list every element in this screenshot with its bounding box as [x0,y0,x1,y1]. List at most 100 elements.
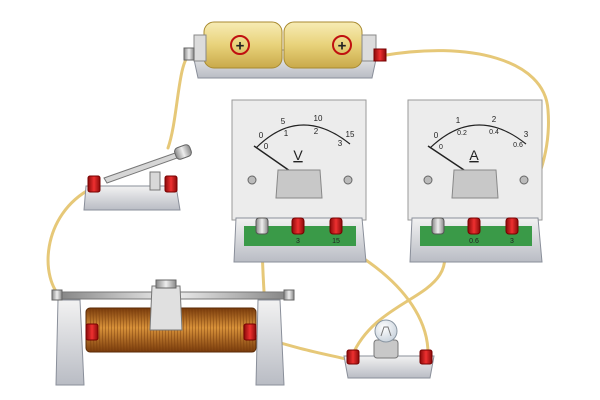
knife-switch[interactable] [83,144,193,211]
battery-end-clip-right [361,34,377,62]
coil-winding [122,308,125,352]
coil-winding [224,308,227,352]
battery-end-clip-left [193,34,207,62]
rheostat-slider[interactable] [149,285,183,331]
coil-winding [125,308,128,352]
ammeter-scale-arc [429,124,527,149]
coil-winding [101,308,104,352]
coil-winding [212,308,215,352]
coil-winding [200,308,203,352]
rheostat-left-stand [55,299,85,386]
coil-winding [128,308,131,352]
battery-holder[interactable]: + + [183,21,387,79]
voltmeter-symbol: V [293,147,303,163]
switch-terminal-left[interactable] [87,175,101,193]
voltmeter-terminal-15v[interactable] [329,217,343,235]
ammeter-terminal-0-6a[interactable] [467,217,481,235]
coil-winding [185,308,188,352]
voltmeter-outer-tick-3: 15 [346,130,355,139]
voltmeter-inner-tick-3: 3 [338,139,343,148]
coil-winding [110,308,113,352]
ammeter-inner-tick-0: 0 [439,144,443,151]
voltmeter-terminal-negative[interactable] [255,217,269,235]
bulb-terminal-right[interactable] [419,349,433,365]
ammeter-face [407,99,543,221]
coil-winding [236,308,239,352]
ammeter-screw-right [519,175,529,185]
battery-terminal-left[interactable] [183,47,195,61]
coil-winding [104,308,107,352]
switch-terminal-right[interactable] [164,175,178,193]
ammeter-inner-tick-1: 0.2 [457,130,467,137]
battery-plus-label-2: + [338,38,347,55]
ammeter-outer-tick-0: 0 [434,131,439,140]
battery-plus-icon-1 [230,35,250,55]
rheostat-terminal-left[interactable] [85,323,99,341]
ammeter-inner-tick-3: 0.6 [513,142,523,149]
coil-winding [143,308,146,352]
voltmeter-inner-tick-2: 2 [314,127,319,136]
rheostat-top-terminal-right[interactable] [283,289,295,301]
coil-winding [116,308,119,352]
coil-winding [146,308,149,352]
coil-winding [188,308,191,352]
coil-winding [182,308,185,352]
voltmeter-outer-tick-0: 0 [259,131,264,140]
coil-winding [107,308,110,352]
coil-winding [197,308,200,352]
coil-winding [113,308,116,352]
ammeter-symbol: A [469,147,479,163]
ammeter-outer-tick-2: 2 [492,115,497,124]
coil-winding [233,308,236,352]
voltmeter-terminal-3v[interactable] [291,217,305,235]
coil-winding [215,308,218,352]
bulb-terminal-left[interactable] [346,349,360,365]
ammeter-outer-tick-3: 3 [524,130,529,139]
voltmeter-outer-tick-1: 5 [281,117,286,126]
coil-winding [194,308,197,352]
voltmeter-needle-housing [275,169,323,199]
voltmeter-screw-left [247,175,257,185]
bulb-glass [374,319,398,343]
coil-winding [218,308,221,352]
bulb-socket [373,339,399,359]
battery-terminal-right[interactable] [373,48,387,62]
voltmeter-screw-right [343,175,353,185]
rheostat-right-stand [255,299,285,386]
coil-winding [230,308,233,352]
voltmeter-terminal-label-15: 15 [332,238,340,245]
ammeter-terminal-negative[interactable] [431,217,445,235]
voltmeter-inner-tick-0: 0 [264,142,269,151]
coil-winding [191,308,194,352]
voltmeter-outer-tick-2: 10 [314,114,323,123]
ammeter-terminal-3a[interactable] [505,217,519,235]
ammeter-terminal-label-0-6: 0.6 [469,238,479,245]
rheostat[interactable] [51,279,295,386]
bulb-base [343,355,435,379]
coil-winding [239,308,242,352]
ammeter: 0 1 2 3 0 0.2 0.4 0.6 A 0.6 3 [407,99,543,263]
switch-handle[interactable] [173,144,192,161]
ammeter-inner-tick-2: 0.4 [489,129,499,136]
bulb-filament [380,326,392,337]
voltmeter-inner-tick-1: 1 [284,129,289,138]
coil-winding [119,308,122,352]
coil-winding [134,308,137,352]
ammeter-terminal-panel [420,226,532,246]
coil-winding [203,308,206,352]
battery-plus-icon-2 [332,35,352,55]
wire-battery-to-switch [166,53,192,150]
coil-winding [209,308,212,352]
coil-winding [221,308,224,352]
voltmeter-scale-arc [255,124,351,149]
coil-winding [131,308,134,352]
rheostat-terminal-right[interactable] [243,323,257,341]
rheostat-top-terminal-left[interactable] [51,289,63,301]
coil-winding [206,308,209,352]
coil-winding [137,308,140,352]
ammeter-needle-housing [451,169,499,199]
rheostat-slider-knob[interactable] [155,279,177,289]
switch-clip [149,171,161,191]
ammeter-terminal-label-3: 3 [510,238,514,245]
